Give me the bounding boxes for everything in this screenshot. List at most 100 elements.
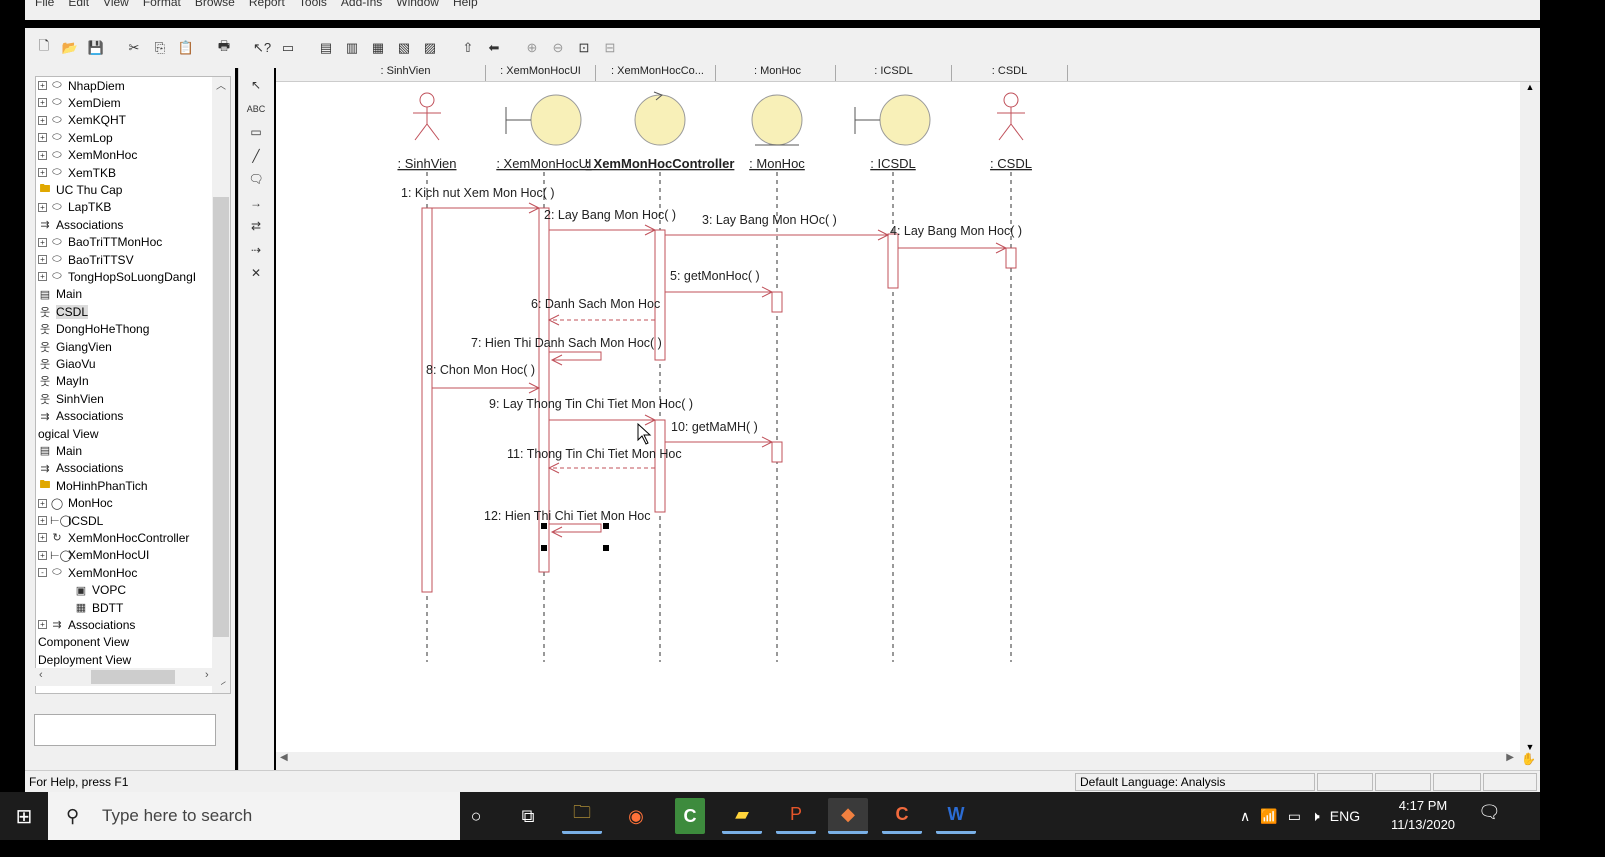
show-hidden-icons-icon[interactable]: ∧: [1240, 807, 1251, 824]
anchor-tool-icon[interactable]: ╱: [252, 148, 260, 163]
lifeline-header[interactable]: : MonHoc: [720, 65, 836, 81]
tree-item[interactable]: +⬭XemLop: [38, 129, 113, 146]
snagit-icon[interactable]: C: [882, 798, 922, 834]
lifeline-header[interactable]: : XemMonHocUI: [486, 65, 596, 81]
expand-toggle-icon[interactable]: +: [38, 533, 47, 543]
diagram-vertical-scrollbar[interactable]: ▲ ▼: [1520, 82, 1540, 752]
tree-item[interactable]: ogical View: [38, 425, 98, 442]
tree-item[interactable]: +⬭XemDiem: [38, 94, 121, 111]
tree-item[interactable]: +⬭LapTKB: [38, 199, 111, 216]
activation-box[interactable]: [887, 233, 899, 289]
expand-toggle-icon[interactable]: +: [38, 272, 47, 282]
open-icon[interactable]: 📂: [61, 40, 79, 55]
activation-box[interactable]: [771, 291, 783, 313]
boundary-icon[interactable]: [530, 94, 582, 146]
lifeline-label[interactable]: : CSDL: [990, 156, 1032, 171]
system-clock[interactable]: 4:17 PM 11/13/2020: [1378, 796, 1468, 834]
activation-box[interactable]: [771, 441, 783, 463]
expand-toggle-icon[interactable]: +: [38, 255, 47, 264]
expand-toggle-icon[interactable]: -: [38, 568, 47, 578]
lifeline-label[interactable]: : ICSDL: [870, 156, 916, 171]
menu-item-tools[interactable]: Tools: [298, 0, 327, 9]
scroll-down-icon[interactable]: ﹀: [216, 682, 226, 693]
selection-tool-icon[interactable]: ↖: [250, 78, 262, 92]
browse-interaction-diagram-icon[interactable]: ▥: [345, 40, 359, 55]
tree-item[interactable]: ▣VOPC: [74, 582, 126, 599]
note-tool-icon[interactable]: ▭: [250, 125, 262, 139]
activation-box[interactable]: [421, 207, 433, 593]
message-label[interactable]: 2: Lay Bang Mon Hoc( ): [544, 208, 676, 222]
browse-previous-icon[interactable]: ⬅: [488, 40, 500, 55]
tree-item[interactable]: 🖿UC Thu Cap: [38, 181, 123, 198]
cut-icon[interactable]: ✂: [128, 40, 140, 55]
notification-icon[interactable]: 🗨: [1478, 802, 1501, 822]
fit-window-icon[interactable]: ⊡: [578, 40, 590, 55]
scroll-up-icon[interactable]: ︿: [216, 81, 226, 92]
tree-item[interactable]: +◯MonHoc: [38, 495, 113, 512]
actor-icon[interactable]: [1003, 92, 1019, 108]
camtasia-icon[interactable]: C: [675, 798, 705, 834]
tree-item[interactable]: +⊢◯XemMonHocUI: [38, 547, 149, 564]
message-label[interactable]: 3: Lay Bang Mon HOc( ): [702, 213, 837, 227]
menu-item-browse[interactable]: Browse: [194, 0, 235, 9]
menu-item-format[interactable]: Format: [142, 0, 181, 9]
menu-item-view[interactable]: View: [103, 0, 129, 9]
tree-item[interactable]: Deployment View: [38, 651, 131, 668]
lifeline-label[interactable]: : XemMonHocController: [586, 156, 735, 171]
boundary-icon[interactable]: [879, 94, 931, 146]
new-icon[interactable]: 🗋: [38, 38, 50, 53]
tree-item[interactable]: 🖿MoHinhPhanTich: [38, 477, 148, 494]
cortana-icon[interactable]: ○: [470, 805, 482, 826]
sticky-notes-icon[interactable]: ▰: [722, 798, 762, 834]
lifeline-header[interactable]: : SinhVien: [326, 65, 486, 81]
activation-box[interactable]: [1005, 247, 1017, 269]
message-label[interactable]: 6: Danh Sach Mon Hoc: [531, 297, 660, 311]
message-label[interactable]: 4: Lay Bang Mon Hoc( ): [890, 224, 1022, 238]
expand-toggle-icon[interactable]: +: [38, 516, 47, 525]
tree-item[interactable]: +⬭NhapDiem: [38, 77, 125, 94]
word-icon[interactable]: W: [936, 798, 976, 834]
firefox-icon[interactable]: ◉: [628, 805, 644, 826]
lifeline-label[interactable]: : SinhVien: [397, 156, 456, 171]
undo-fit-icon[interactable]: ⊟: [604, 40, 616, 55]
documentation-box[interactable]: [34, 714, 216, 746]
message-label[interactable]: 7: Hien Thi Danh Sach Mon Hoc( ): [471, 336, 662, 350]
self-message-arrow[interactable]: [549, 523, 602, 533]
expand-toggle-icon[interactable]: +: [38, 168, 47, 177]
view-doc-icon[interactable]: ▭: [281, 40, 295, 55]
input-language[interactable]: ENG: [1329, 808, 1361, 824]
expand-toggle-icon[interactable]: +: [38, 81, 47, 90]
tree-item[interactable]: ▤Main: [38, 442, 82, 459]
expand-toggle-icon[interactable]: +: [38, 133, 47, 143]
tree-item[interactable]: +⬭XemKQHT: [38, 112, 126, 129]
actor-icon[interactable]: [419, 92, 435, 108]
browse-class-diagram-icon[interactable]: ▤: [319, 40, 333, 55]
menu-item-help[interactable]: Help: [452, 0, 478, 9]
browse-deployment-diagram-icon[interactable]: ▨: [423, 40, 437, 55]
tree-item[interactable]: ▦BDTT: [74, 599, 124, 616]
zoom-in-icon[interactable]: ⊕: [526, 40, 538, 55]
menu-item-report[interactable]: Report: [248, 0, 285, 9]
sequence-diagram[interactable]: : SinhVien: XemMonHocUI: XemMonHocContro…: [276, 82, 1520, 752]
selection-handle[interactable]: [541, 523, 547, 529]
tree-item[interactable]: +⊢◯ICSDL: [38, 512, 103, 529]
message-label[interactable]: 11: Thong Tin Chi Tiet Mon Hoc: [507, 447, 682, 461]
taskbar-search-box[interactable]: ⚲ Type here to search: [48, 792, 460, 840]
lifeline-header[interactable]: : ICSDL: [836, 65, 952, 81]
browse-component-diagram-icon[interactable]: ▦: [371, 40, 385, 55]
tree-item[interactable]: +⬭XemMonHoc: [38, 147, 137, 164]
control-icon[interactable]: [634, 94, 686, 146]
expand-toggle-icon[interactable]: +: [38, 98, 47, 108]
save-icon[interactable]: 💾: [87, 40, 105, 55]
browse-state-diagram-icon[interactable]: ▧: [397, 40, 411, 55]
entity-icon[interactable]: [751, 94, 803, 146]
battery-icon[interactable]: ▭: [1287, 807, 1301, 824]
pan-hand-icon[interactable]: ✋: [1521, 752, 1536, 766]
destruction-marker-tool-icon[interactable]: ✕: [250, 266, 262, 280]
tree-item[interactable]: -⬭XemMonHoc: [38, 564, 137, 581]
